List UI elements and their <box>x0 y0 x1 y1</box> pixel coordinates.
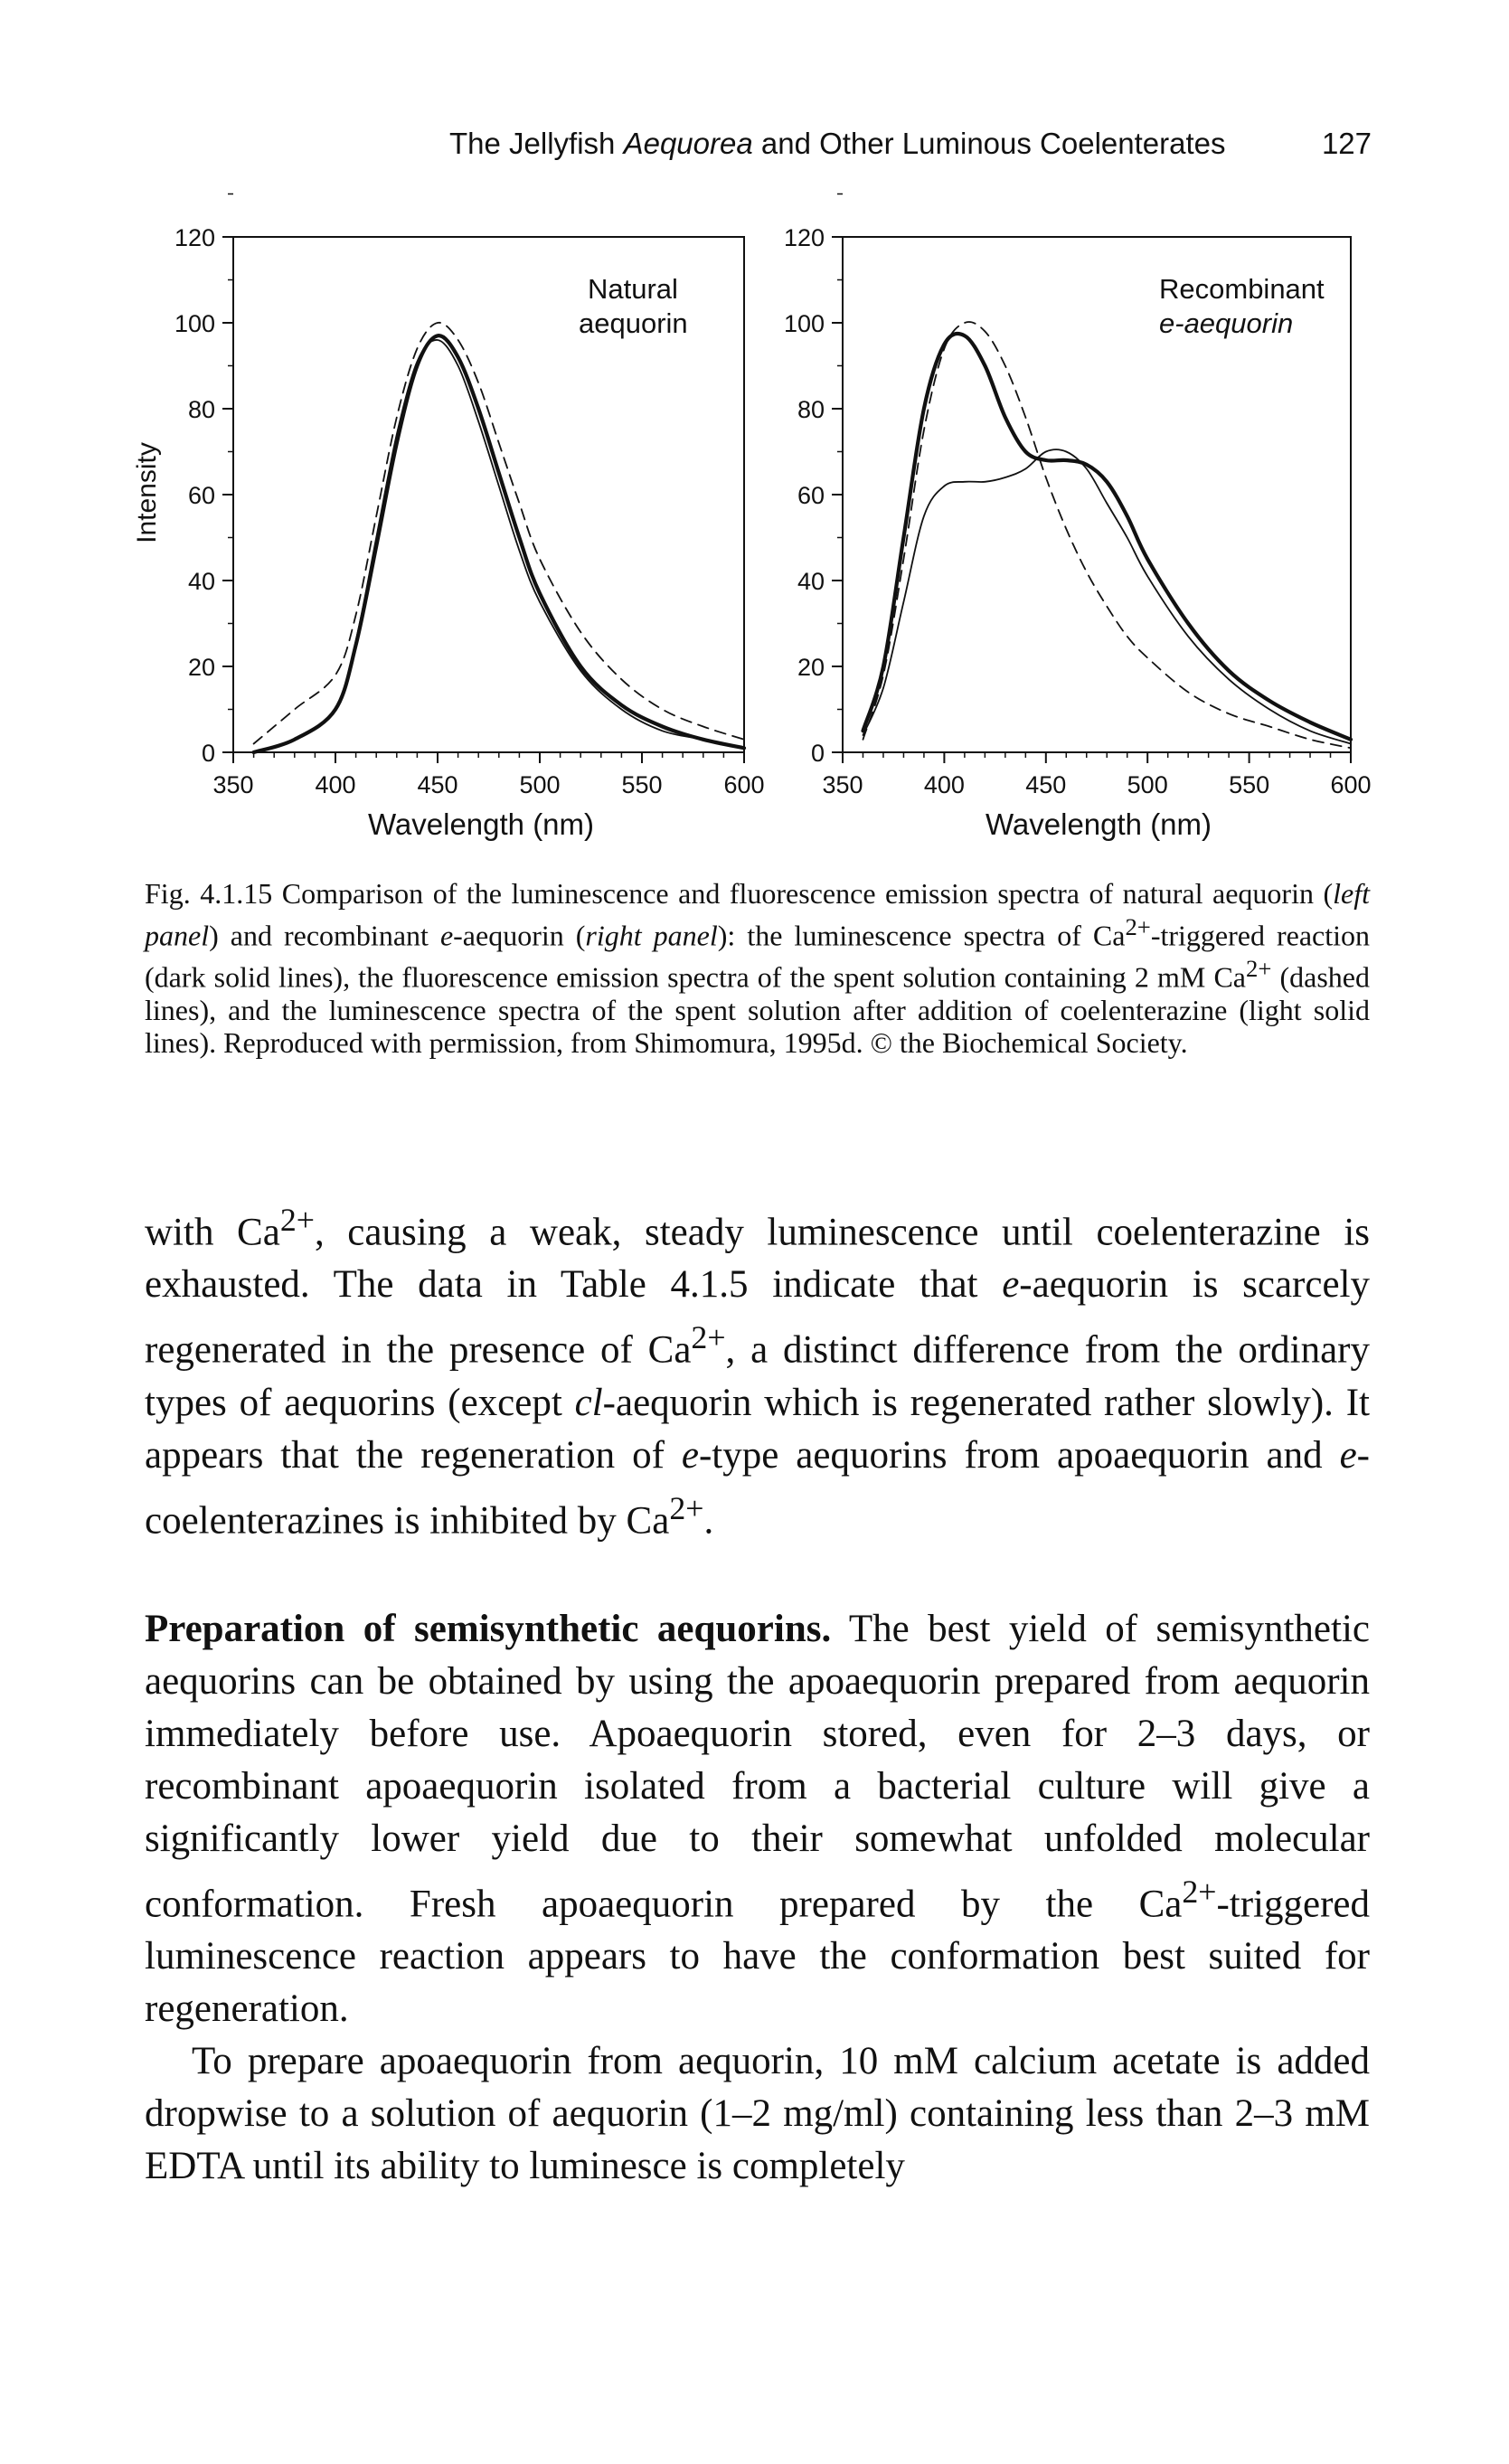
x-tick-label: 500 <box>1127 771 1168 798</box>
series-line-light-solid <box>862 448 1352 745</box>
y-tick-label: 20 <box>188 654 215 681</box>
caption-italic: left panel <box>145 877 1371 952</box>
text-run: The best yield of semisynthetic aequorin… <box>145 1607 1370 1926</box>
italic-run: e <box>1002 1263 1020 1307</box>
series-group <box>251 322 747 755</box>
x-tick-label: 550 <box>1229 771 1269 798</box>
caption-italic: e <box>439 919 454 952</box>
panel-label-line1: Recombinant <box>1159 273 1325 305</box>
caption-superscript: 2+ <box>1246 954 1272 982</box>
paragraph-2: Preparation of semisynthetic aequorins. … <box>145 1603 1370 2035</box>
y-tick-label: 40 <box>188 568 215 595</box>
x-tick-label: 600 <box>1330 771 1371 798</box>
y-tick-label: 80 <box>797 396 825 423</box>
caption-italic: right panel <box>585 919 718 952</box>
body-text: with Ca2+, causing a weak, steady lumine… <box>145 1194 1370 2193</box>
superscript: 2+ <box>1182 1873 1217 1910</box>
y-ticks: 0 20 40 60 80 100 120 <box>174 193 233 767</box>
x-tick-label: 400 <box>315 771 355 798</box>
italic-run: e <box>1339 1433 1357 1477</box>
caption-part: ): the luminescence spectra of Ca <box>717 919 1126 952</box>
y-tick-label: 0 <box>811 740 825 767</box>
series-line-light-solid <box>252 339 745 753</box>
y-tick-label: 20 <box>797 654 825 681</box>
y-tick-label: 120 <box>174 224 215 251</box>
x-ticks: 350 400 450 500 550 600 <box>212 752 765 798</box>
caption-part: ) and recombinant <box>209 919 440 952</box>
figure-caption: Fig. 4.1.15 Comparison of the luminescen… <box>145 877 1370 1060</box>
x-ticks: 350 400 450 500 550 600 <box>822 752 1372 798</box>
x-tick-label: 450 <box>1025 771 1066 798</box>
series-line-dark-solid <box>861 331 1353 741</box>
running-head-title: The Jellyfish Aequorea and Other Luminou… <box>449 127 1226 161</box>
section-run-in-heading: Preparation of semisynthetic aequorins. <box>145 1607 832 1650</box>
y-tick-label: 100 <box>174 310 215 337</box>
panel-label-line2: aequorin <box>579 307 688 339</box>
text-run: with Ca <box>145 1211 280 1254</box>
running-head-title-italic: Aequorea <box>623 127 753 160</box>
series-line-dashed <box>862 321 1352 750</box>
y-ticks: 0 20 40 60 80 100 120 <box>784 193 843 767</box>
caption-part: -aequorin ( <box>453 919 586 952</box>
y-tick-label: 80 <box>188 396 215 423</box>
running-head-title-part: The Jellyfish <box>449 127 624 160</box>
panel-recombinant-e-aequorin: 0 20 40 60 80 100 120 350 400 450 500 550 600 Recom… <box>784 193 1372 841</box>
text-run: -type aequorins from apoaequorin and <box>698 1433 1340 1477</box>
y-axis-title: Intensity <box>132 442 162 543</box>
x-tick-label: 350 <box>822 771 863 798</box>
series-group <box>861 321 1353 750</box>
y-tick-label: 120 <box>784 224 825 251</box>
x-tick-label: 400 <box>924 771 965 798</box>
x-axis-label: Wavelength (nm) <box>368 807 594 841</box>
x-tick-label: 550 <box>621 771 662 798</box>
y-axis-label: Intensity <box>132 442 162 543</box>
italic-run: e <box>681 1433 699 1477</box>
x-axis-label: Wavelength (nm) <box>986 807 1212 841</box>
panel-label-line2: e-aequorin <box>1159 307 1293 339</box>
text-run: -coelenterazines is inhibited by Ca <box>145 1433 1370 1542</box>
y-tick-label: 100 <box>784 310 825 337</box>
superscript: 2+ <box>279 1202 315 1238</box>
panel-label-line1: Natural <box>588 273 678 305</box>
paragraph-3: To prepare apoaequorin from aequorin, 10… <box>145 2035 1370 2193</box>
text-run: -triggered luminescence reaction appears… <box>145 1883 1370 2031</box>
superscript: 2+ <box>691 1319 726 1356</box>
paragraph-1: with Ca2+, causing a weak, steady lumine… <box>145 1194 1370 1547</box>
y-tick-label: 40 <box>797 568 825 595</box>
caption-superscript: 2+ <box>1125 912 1151 940</box>
text-run: , causing a weak, steady luminescence un… <box>145 1211 1370 1307</box>
italic-run: cl <box>574 1381 603 1424</box>
x-tick-label: 350 <box>212 771 253 798</box>
series-line-dashed <box>252 322 745 745</box>
x-tick-label: 500 <box>519 771 560 798</box>
caption-part: -triggered reaction (dark solid lines), … <box>145 919 1371 994</box>
text-run: To prepare apoaequorin from aequorin, 10… <box>145 2040 1370 2188</box>
text-run: , a distinct difference from the ordinar… <box>145 1328 1370 1424</box>
caption-part: (dashed lines), and the luminescence spe… <box>145 960 1371 1060</box>
page-number: 127 <box>1321 127 1372 160</box>
y-tick-label: 60 <box>797 482 825 509</box>
text-run: -aequorin which is regenerated rather sl… <box>145 1381 1370 1477</box>
panel-natural-aequorin: 0 20 40 60 80 100 120 350 400 450 500 550 600 Natur… <box>174 193 765 841</box>
running-head: The Jellyfish Aequorea and Other Luminou… <box>449 127 1372 172</box>
caption-label: Fig. 4.1.15 <box>145 877 273 910</box>
x-tick-label: 450 <box>417 771 457 798</box>
text-run: . <box>703 1498 714 1542</box>
y-tick-label: 60 <box>188 482 215 509</box>
running-head-title-part: and Other Luminous Coelenterates <box>752 127 1226 160</box>
superscript: 2+ <box>669 1489 704 1526</box>
caption-text: Fig. 4.1.15 Comparison of the luminescen… <box>145 877 1370 1060</box>
text-run: -aequorin is scarcely regenerated in the… <box>145 1263 1370 1372</box>
x-tick-label: 600 <box>723 771 764 798</box>
series-line-dark-solid <box>251 334 747 755</box>
y-tick-label: 0 <box>202 740 215 767</box>
caption-part: Comparison of the luminescence and fluor… <box>272 877 1334 910</box>
